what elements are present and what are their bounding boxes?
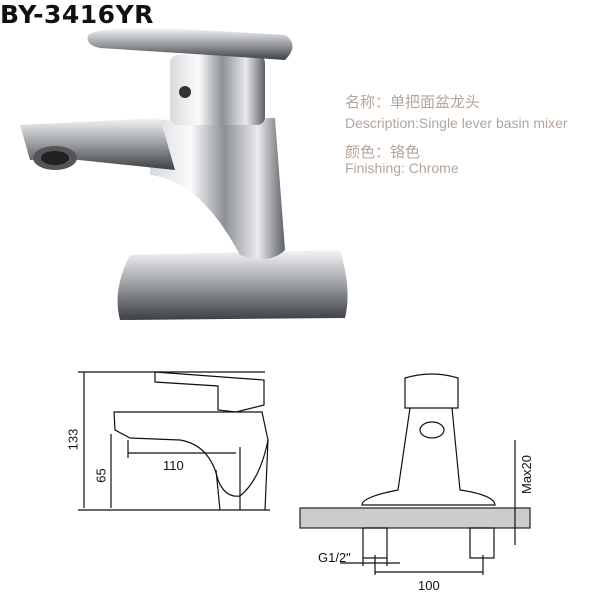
dim-spout-height: 65 [93, 468, 109, 483]
dim-max-deck: Max20 [519, 454, 535, 495]
dim-total-height: 133 [65, 428, 81, 451]
dim-spout-reach: 110 [163, 458, 184, 473]
name-cn: 名称：单把面盆龙头 [345, 94, 481, 111]
finishing: Finishing: Chrome [345, 160, 459, 176]
description: Description:Single lever basin mixer [345, 115, 568, 131]
model-number: BY-3416YR [0, 0, 154, 29]
dim-hole-spacing: 100 [418, 578, 440, 593]
color-cn: 颜色：铬色 [345, 144, 421, 161]
dim-thread: G1/2" [318, 550, 351, 565]
